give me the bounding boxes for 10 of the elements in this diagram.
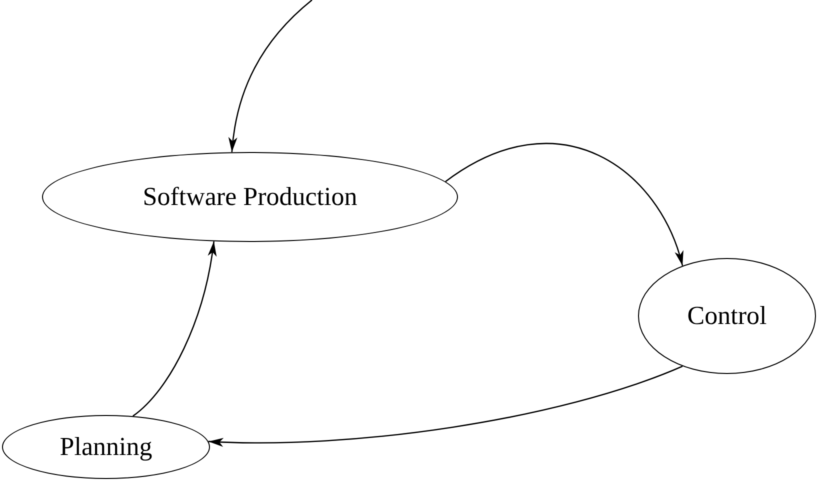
arrow [228,0,312,152]
arrow [445,143,684,266]
node-label: Software Production [142,180,358,213]
node-label: Control [687,300,767,332]
arrow [208,366,683,446]
ellipse-node [2,415,210,479]
node-label: Planning [60,430,152,463]
arrow [132,241,216,417]
ellipse-node [638,258,816,374]
ellipse-node [42,152,458,242]
